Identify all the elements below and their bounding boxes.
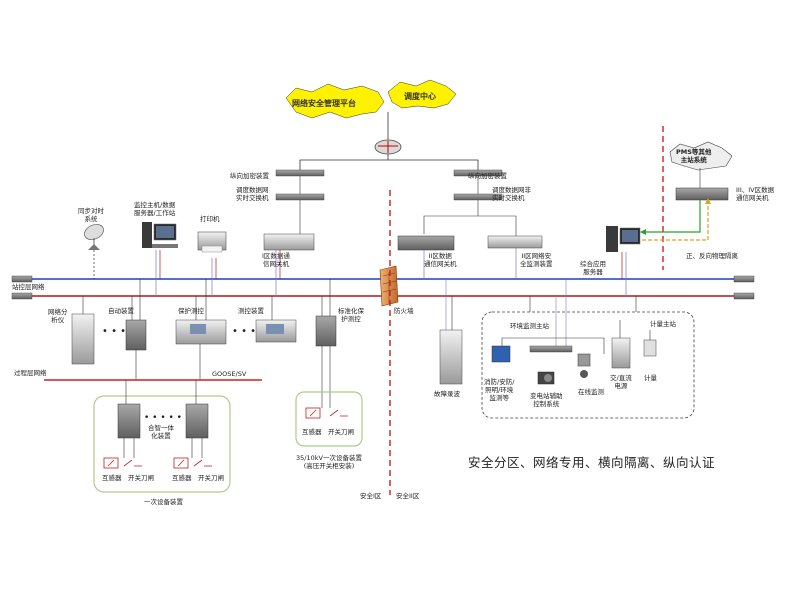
workstation-icon	[142, 222, 178, 248]
gw2-label: II区数据 通信网关机	[424, 252, 457, 268]
ct-switch-symbols-right	[305, 407, 348, 419]
measure-device-label: 测控装置	[238, 307, 264, 315]
protect-measure-label: 保护测控	[178, 307, 204, 315]
auto-device-label: 自动装置	[108, 307, 134, 315]
printer-label: 打印机	[200, 215, 220, 223]
gateway-zone1	[263, 233, 315, 251]
fire-security-label: 消防/安防/ 照明/环境 监测等	[484, 378, 515, 402]
gateway-zone34	[675, 187, 729, 201]
ct-switch-symbols-left	[103, 457, 212, 469]
realtime-switch	[275, 193, 325, 201]
bus-terminal-left-bottom	[11, 292, 33, 300]
meter-host-label: 计量主站	[650, 320, 676, 328]
knife-label-1: 开关刀闸	[128, 474, 154, 482]
nrt-switch-label: 调度数据网非 实时交换机	[492, 186, 531, 202]
ct-label-3: 互感器	[302, 428, 322, 436]
ct-label-2: 互感器	[172, 474, 192, 482]
netsec-cloud	[285, 83, 385, 119]
zone1-label: 安全I区	[360, 492, 382, 500]
pms-label: PMS等其他 主站系统	[676, 148, 712, 164]
acdc-label: 交/直流 电源	[610, 374, 632, 390]
fault-recorder	[439, 329, 463, 385]
app-server-icon	[606, 226, 641, 252]
monitor-host-label: 监控主机/数据 服务器/工作站	[134, 201, 176, 217]
auxiliary-systems-box	[481, 311, 695, 419]
smart-unit-2	[185, 403, 209, 439]
gw1-label: I区数据通 信网关机	[262, 252, 290, 268]
svg-text:• • •: • • •	[102, 326, 126, 337]
bus-terminal-right-top	[733, 275, 755, 283]
firewall-label: 防火墙	[394, 307, 414, 315]
secmon-label: II区网络安 全监测装置	[520, 252, 553, 268]
primary-equipment-label: 一次设备装置	[144, 498, 183, 506]
env-host-label: 环境监测主站	[510, 322, 549, 330]
smart-unit-label: 合智一体 化装置	[148, 424, 174, 440]
printer-icon	[197, 231, 227, 253]
app-server-label: 综合应用 服务器	[580, 260, 606, 276]
knife-label-2: 开关刀闸	[198, 474, 224, 482]
env-host-switch	[529, 345, 573, 353]
pms-cloud	[669, 141, 733, 171]
hv-primary-label: 35/10kV一次设备装置 (高压开关柜安装)	[296, 454, 362, 470]
station-control-network-label: 站控层网络	[12, 283, 45, 291]
rt-switch-label: 调度数据网 实时交换机	[236, 186, 269, 202]
security-monitor-device	[487, 235, 543, 249]
aux-control-label: 变电站辅助 控制系统	[530, 392, 563, 408]
reverse-isolation-label: 正、反向物理隔离	[686, 252, 738, 260]
vert-enc-1-label: 纵向加密装置	[230, 172, 269, 180]
standard-protect-device	[315, 315, 337, 347]
vert-enc-2-label: 纵向加密装置	[468, 172, 507, 180]
auto-device	[125, 319, 147, 351]
svg-text:• • •: • • •	[232, 326, 256, 337]
primary-equipment-box	[93, 395, 231, 493]
meter-icon	[643, 339, 657, 357]
process-network-label: 过程层网络	[14, 369, 47, 377]
security-principle-slogan: 安全分区、网络专用、横向隔离、纵向认证	[468, 455, 716, 470]
goose-label: GOOSE/SV	[212, 370, 247, 378]
network-analyzer	[71, 313, 95, 365]
zone2-label: 安全II区	[396, 492, 420, 500]
bus-terminal-right-bottom	[733, 292, 755, 300]
netsec-platform-label: 网络安全管理平台	[292, 99, 356, 108]
time-sync-label: 同步对时 系统	[78, 207, 104, 223]
online-monitor-icon	[577, 353, 591, 367]
gw34-label: III、IV区数据 通信网关机	[736, 186, 775, 202]
satellite-dish-icon	[84, 224, 104, 250]
dispatch-cloud	[387, 79, 457, 109]
bus-terminal-left-top	[11, 275, 33, 283]
hv-equipment-box	[295, 391, 363, 447]
net-analyzer-label: 网络分 析仪	[48, 308, 68, 324]
ct-label-1: 互感器	[102, 474, 122, 482]
svg-text:• • • • •: • • • • •	[144, 413, 182, 423]
camera-icon	[544, 374, 552, 382]
online-monitor-label: 在线监测	[578, 388, 604, 396]
fault-recorder-label: 故障录波	[434, 390, 460, 398]
fire-security-icon	[491, 345, 511, 363]
smart-unit-1	[117, 403, 141, 439]
knife-label-3: 开关刀闸	[328, 428, 354, 436]
vertical-encryption-device-1	[275, 169, 325, 177]
std-protect-label: 标准化保 护测控	[338, 307, 364, 323]
acdc-power-icon	[611, 337, 631, 369]
dispatch-center-label: 调度中心	[404, 92, 436, 101]
gateway-zone2	[397, 235, 455, 251]
metering-label: 计量	[644, 374, 657, 382]
